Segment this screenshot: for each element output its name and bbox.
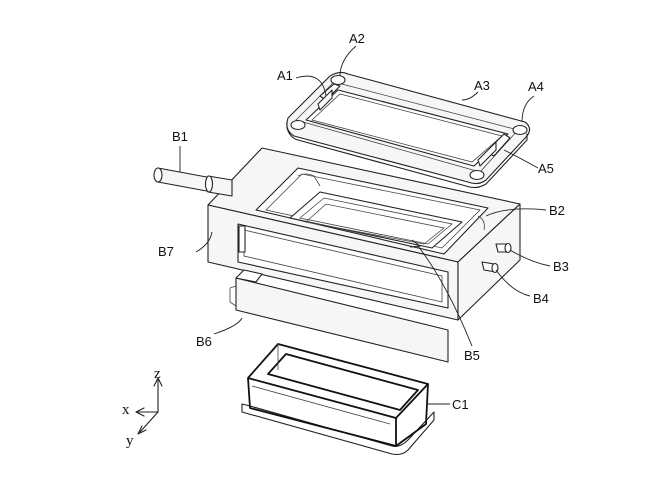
box-latch: [238, 225, 246, 253]
leader-lines: [179, 45, 551, 405]
axis-x-label: x: [122, 402, 130, 418]
fitting-b3: [495, 242, 512, 254]
label-c1: C1: [452, 397, 469, 412]
coordinate-axes: z x y: [122, 366, 163, 449]
label-b7: B7: [158, 244, 174, 259]
label-b2: B2: [549, 203, 565, 218]
label-a5: A5: [538, 161, 554, 176]
glass-cover: [241, 343, 435, 456]
lid-frame: [286, 71, 531, 189]
part-labels: A1 A2 A3 A4 A5 B1 B2 B3 B4 B5 B6 B7 C1: [158, 31, 569, 412]
label-b4: B4: [533, 291, 549, 306]
fitting-b4: [481, 261, 499, 274]
label-b1: B1: [172, 129, 188, 144]
lid-hole-br: [469, 169, 485, 181]
label-a1: A1: [277, 68, 293, 83]
label-b6: B6: [196, 334, 212, 349]
label-a2: A2: [349, 31, 365, 46]
box-body: [207, 147, 521, 321]
box-front-window: [237, 223, 449, 309]
axis-y-label: y: [126, 433, 134, 449]
slide-panel: [229, 269, 449, 363]
inlet-tube: [153, 167, 233, 197]
label-b5: B5: [464, 348, 480, 363]
axis-z-label: z: [154, 366, 161, 382]
label-a4: A4: [528, 79, 544, 94]
label-a3: A3: [474, 78, 490, 93]
label-b3: B3: [553, 259, 569, 274]
lid-hole-tr: [512, 124, 528, 136]
lid-hole-bl: [290, 119, 306, 131]
lid-hole-tl: [330, 74, 346, 86]
